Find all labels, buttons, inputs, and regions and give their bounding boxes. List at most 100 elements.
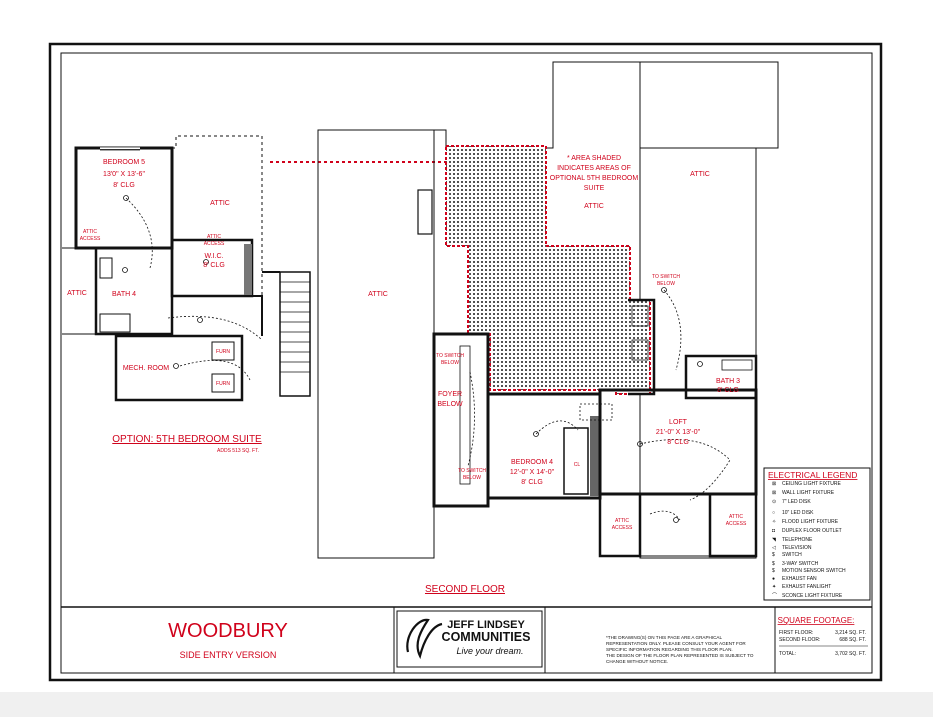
legend-label-3: 10" LED DISK [782,510,814,516]
attic-access-2b: ACCESS [726,521,747,527]
legend-label-10: MOTION SENSOR SWITCH [782,568,846,574]
loft-name: LOFT [669,419,688,426]
shaded-note-1: * AREA SHADED [567,155,621,162]
legend-icon-13: ⌒ [772,593,777,599]
sheet-outer-border [48,42,883,682]
sqft-first-value: 3,214 SQ. FT. [835,630,866,636]
attic-right-label: ATTIC [690,171,710,178]
option-plan-labels: BEDROOM 5 13'0" X 13'-6" 8' CLG ATTIC AT… [67,159,262,454]
legend-title: ELECTRICAL LEGEND [768,470,857,480]
option-plan [62,135,311,402]
floor-label: SECOND FLOOR [425,584,505,595]
shaded-note-4: SUITE [584,185,605,192]
legend-icon-12: ✦ [772,584,776,590]
to-switch-right-2: BELOW [657,281,675,287]
sqft-second-label: SECOND FLOOR: [779,637,820,643]
logo-frame [396,610,543,668]
wic-clg: 8' CLG [203,262,225,269]
attic-shaded-label: ATTIC [584,203,604,210]
bedroom4-name: BEDROOM 4 [511,459,553,466]
foyer-label-1: FOYER [438,391,462,398]
logo-tagline: Live your dream. [456,646,523,656]
model-name: WOODBURY [168,620,288,642]
attic-access-1a: ATTIC [615,518,629,524]
legend-label-9: 3-WAY SWITCH [782,561,819,567]
legend-icon-2: ⊙ [772,499,776,505]
attic-access-left-1: ATTIC [83,229,97,235]
attic-left-label: ATTIC [67,290,87,297]
model-version: SIDE ENTRY VERSION [180,650,277,660]
to-switch-bottom-1: TO SWITCH [458,468,486,474]
legend-icon-3: ○ [772,510,775,516]
to-switch-foyer-2: BELOW [441,360,459,366]
legend-label-8: SWITCH [782,552,802,558]
attic-center-label: ATTIC [368,291,388,298]
attic-top-label: ATTIC [210,200,230,207]
sqft-second-value: 688 SQ. FT. [839,637,866,643]
sqft-total-value: 3,702 SQ. FT. [835,651,866,657]
shaded-note-3: OPTIONAL 5TH BEDROOM [550,175,639,182]
sqft-total-label: TOTAL: [779,651,796,657]
legend-icon-1: ⊠ [772,490,776,496]
sqft-title: SQUARE FOOTAGE: [778,616,855,625]
foyer-label-2: BELOW [437,401,463,408]
logo-line1: JEFF LINDSEY [447,619,525,631]
main-plan-labels: ATTIC * AREA SHADED INDICATES AREAS OF O… [368,155,747,595]
page-footer-band [0,692,933,717]
furn-label-1: FURN [216,349,230,355]
option-title: OPTION: 5TH BEDROOM SUITE [112,434,262,445]
loft-clg: 8' CLG [667,439,689,446]
loft-size: 21'-0" X 13'-0" [656,429,701,436]
legend-label-12: EXHAUST FANLIGHT [782,584,831,590]
legend-label-5: DUPLEX FLOOR OUTLET [782,528,842,534]
to-switch-bottom-2: BELOW [463,475,481,481]
bath4-label: BATH 4 [112,291,136,298]
furn-label-2: FURN [216,381,230,387]
electrical-legend: ELECTRICAL LEGEND ⊠ CEILING LIGHT FIXTUR… [763,467,871,601]
legend-icon-10: $ [772,568,775,574]
legend-label-1: WALL LIGHT FIXTURE [782,490,835,496]
disclaimer-4: THE DESIGN OF THE FLOOR PLAN REPRESENTED… [606,653,754,658]
bath3-name: BATH 3 [716,378,740,385]
bedroom5-clg: 8' CLG [113,182,135,189]
legend-icon-8: $ [772,552,775,558]
disclaimer-3: SPECIFIC INFORMATION REGARDING THIS FLOO… [606,647,733,652]
bedroom5-size: 13'0" X 13'-6" [103,171,145,178]
logo-monogram-icon [406,618,443,660]
bath3-clg: 8' CLG [717,387,739,394]
wic-name: W.I.C. [204,253,223,260]
disclaimer-5: CHANGE WITHOUT NOTICE. [606,659,668,664]
legend-label-4: FLOOD LIGHT FIXTURE [782,519,839,525]
bedroom5-name: BEDROOM 5 [103,159,145,166]
legend-icon-7: ◁ [772,545,776,551]
legend-icon-6: ◥ [772,537,776,543]
legend-icon-9: $ [772,561,775,567]
logo-line2: COMMUNITIES [442,630,531,644]
disclaimer-2: REPRESENTATION ONLY. PLEASE CONSULT YOUR… [606,641,746,646]
legend-icon-11: ● [772,576,775,582]
option-adds: ADDS 513 SQ. FT. [217,448,259,454]
legend-label-7: TELEVISION [782,545,812,551]
bedroom4-size: 12'-0" X 14'-0" [510,469,555,476]
attic-access-left-2: ACCESS [80,236,101,242]
attic-access-1b: ACCESS [612,525,633,531]
attic-access-wic-1: ATTIC [207,234,221,240]
sqft-first-label: FIRST FLOOR: [779,630,813,636]
legend-label-6: TELEPHONE [782,537,813,543]
closet-label: CL [574,462,581,468]
legend-label-13: SCONCE LIGHT FIXTURE [782,593,843,599]
legend-label-0: CEILING LIGHT FIXTURE [782,481,841,487]
disclaimer-1: *THE DRAWING(S) ON THIS PAGE ARE A GRAPH… [606,635,723,640]
title-block: WOODBURY SIDE ENTRY VERSION JEFF LINDSEY… [61,606,872,673]
attic-access-wic-2: ACCESS [204,241,225,247]
bedroom4-clg: 8' CLG [521,479,543,486]
shaded-note-2: INDICATES AREAS OF [557,165,631,172]
to-switch-foyer-1: TO SWITCH [436,353,464,359]
main-plan [317,61,779,559]
legend-label-11: EXHAUST FAN [782,576,817,582]
legend-label-2: 7" LED DISK [782,499,811,505]
legend-icon-5: ◘ [772,528,775,534]
legend-icon-0: ⊠ [772,481,776,487]
legend-icon-4: ✧ [772,519,776,525]
